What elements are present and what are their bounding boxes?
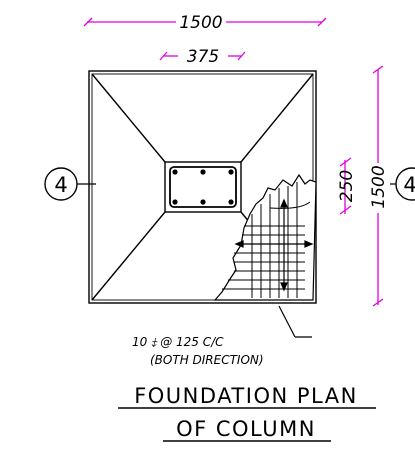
column-width-dimension (159, 51, 246, 61)
drawing-title-line2: OF COLUMN (176, 417, 316, 441)
drawing-title-line1: FOUNDATION PLAN (134, 384, 358, 408)
reinforcement-cutaway (213, 173, 317, 301)
top-width-dimension (83, 17, 327, 27)
reinforcement-leader (278, 305, 312, 338)
column-depth-label: 250 (337, 170, 357, 202)
footing-length-dimension (372, 65, 384, 307)
reinforcement-note-line2: (BOTH DIRECTION) (150, 353, 264, 367)
grid-marker-right-label: 4 (403, 173, 415, 197)
footing-width-label: 1500 (179, 13, 222, 33)
column-width-label: 375 (187, 47, 219, 67)
footing-length-label: 1500 (369, 165, 389, 208)
reinforcement-note-line1: 10 ⤈ @ 125 C/C (132, 335, 224, 349)
grid-marker-left: 4 (44, 167, 96, 201)
grid-marker-right: 4 (390, 167, 415, 201)
grid-marker-left-label: 4 (54, 173, 67, 197)
column-section (164, 161, 242, 213)
column-rebars (172, 169, 234, 205)
column-depth-dimension (339, 157, 352, 215)
